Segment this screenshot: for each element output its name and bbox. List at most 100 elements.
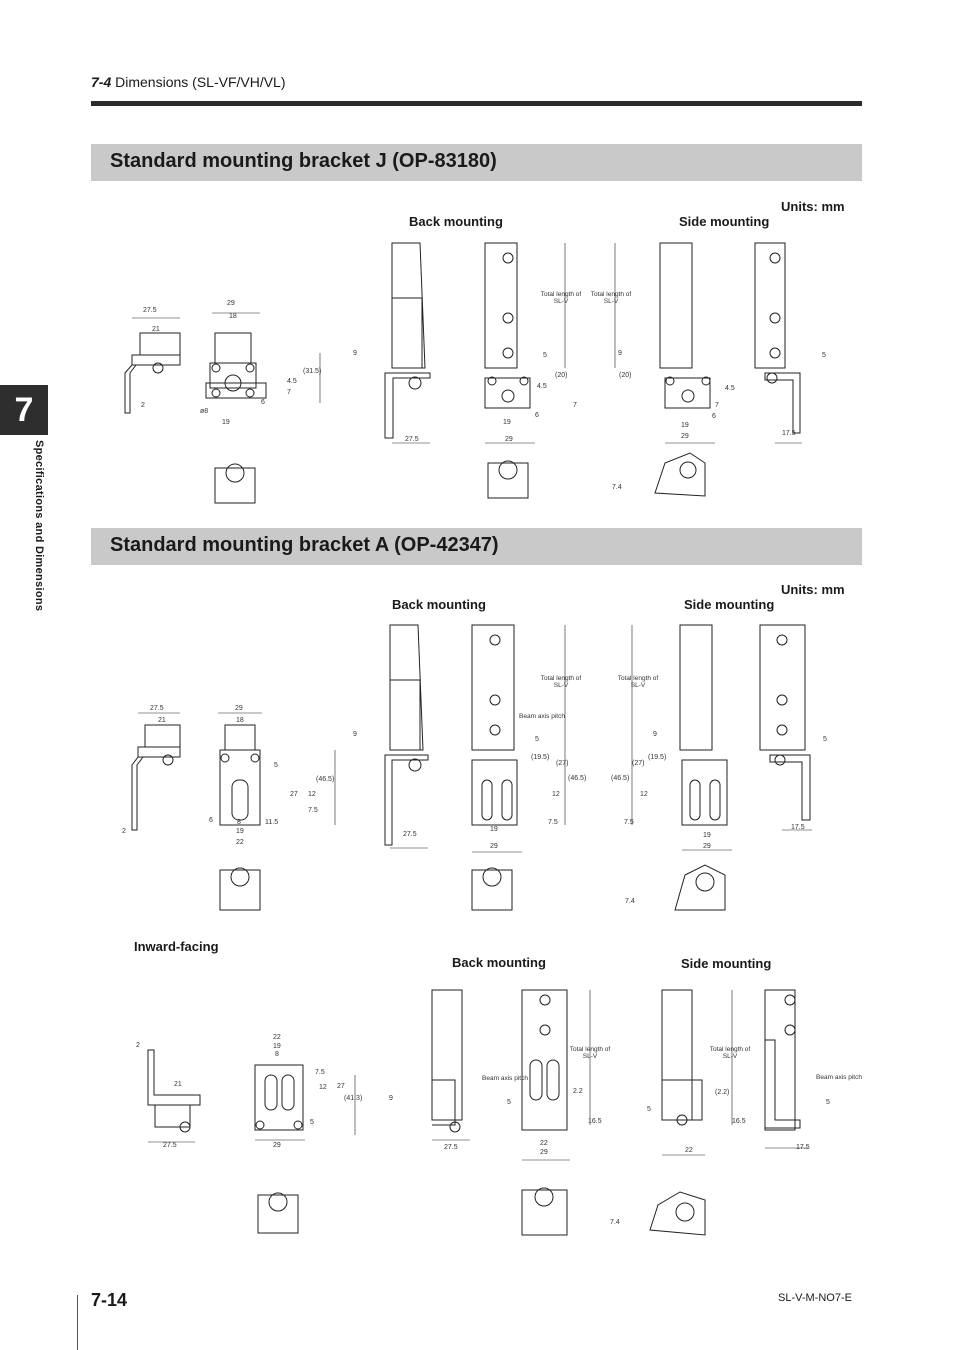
dim-j-2: 21 xyxy=(152,326,160,333)
dim-j-26: 19 xyxy=(681,422,689,429)
dim-j-5: 18 xyxy=(229,313,237,320)
dim-i-2: 21 xyxy=(174,1081,182,1088)
dim-a-12: 8 xyxy=(237,819,241,826)
dim-i-7: 7.5 xyxy=(315,1069,325,1076)
note-i-total-back: Total length of SL-V xyxy=(569,1046,611,1060)
dim-a-23: 7.5 xyxy=(548,819,558,826)
note-a-total-back: Total length of SL-V xyxy=(540,675,582,689)
dim-j-21: 9 xyxy=(618,350,622,357)
note-i-beam-back: Beam axis pitch xyxy=(482,1075,528,1082)
dim-a-14: 11.5 xyxy=(265,819,279,826)
dim-j-3: 2 xyxy=(141,402,145,409)
note-a-total-side: Total length of SL-V xyxy=(617,675,659,689)
inward-facing-label: Inward-facing xyxy=(134,939,219,954)
dim-j-13: 27.5 xyxy=(405,436,419,443)
dim-j-30: 7.4 xyxy=(612,484,622,491)
note-i-beam-side: Beam axis pitch xyxy=(816,1074,862,1081)
section-j-side-label: Side mounting xyxy=(679,214,770,229)
dim-i-21: (2.2) xyxy=(715,1089,730,1096)
dim-j-9: 6 xyxy=(261,399,265,406)
document-code: SL-V-M-NO7-E xyxy=(778,1292,852,1304)
dim-a-8: 12 xyxy=(308,791,316,798)
dim-j-4: 29 xyxy=(227,300,235,307)
header-rule xyxy=(91,101,862,106)
dim-i-25: 17.5 xyxy=(796,1144,810,1151)
bracket-a-drawing xyxy=(110,620,850,920)
section-j-units: Units: mm xyxy=(781,199,845,214)
dim-j-10: ø8 xyxy=(200,408,209,415)
dim-a-31: 7.5 xyxy=(624,819,634,826)
dim-a-34: 5 xyxy=(823,736,827,743)
dim-a-2: 21 xyxy=(158,717,166,724)
chapter-tab: 7 xyxy=(0,385,48,435)
note-i-total-side: Total length of SL-V xyxy=(709,1046,751,1060)
dim-j-18: 6 xyxy=(535,412,539,419)
dim-a-36: 7.4 xyxy=(625,898,635,905)
dim-i-22: 16.5 xyxy=(732,1118,746,1125)
note-j-total-side: Total length of SL-V xyxy=(590,291,632,305)
dim-j-19: 19 xyxy=(503,419,511,426)
dim-a-30: 12 xyxy=(640,791,648,798)
dim-j-1: 27.5 xyxy=(143,307,157,314)
dim-j-17: 7 xyxy=(573,402,577,409)
footer-rule xyxy=(77,1295,78,1350)
dim-a-29: (46.5) xyxy=(611,775,630,782)
section-a-units: Units: mm xyxy=(781,582,845,597)
dim-j-16: 4.5 xyxy=(537,383,547,390)
dim-i-11: 5 xyxy=(310,1119,314,1126)
dim-j-20: 29 xyxy=(505,436,513,443)
dim-a-13: 19 xyxy=(236,828,244,835)
dim-i-18: 22 xyxy=(540,1140,548,1147)
dim-i-17: 16.5 xyxy=(588,1118,602,1125)
dim-j-7: 4.5 xyxy=(287,378,297,385)
dim-i-15: 5 xyxy=(507,1099,511,1106)
dim-j-14: 5 xyxy=(543,352,547,359)
dim-j-11: 19 xyxy=(222,419,230,426)
dim-i-10: (41.3) xyxy=(344,1095,363,1102)
dim-a-25: 29 xyxy=(490,843,498,850)
section-header: 7-4 Dimensions (SL-VF/VH/VL) xyxy=(91,74,286,90)
dim-j-29: 17.5 xyxy=(782,430,796,437)
section-a-back-label: Back mounting xyxy=(392,597,486,612)
section-j-back-label: Back mounting xyxy=(409,214,503,229)
dim-a-6: 5 xyxy=(274,762,278,769)
inward-facing-drawing xyxy=(110,980,850,1265)
section-number: 7-4 xyxy=(91,74,112,90)
note-j-total-back: Total length of SL-V xyxy=(540,291,582,305)
dim-a-21: (46.5) xyxy=(568,775,587,782)
dim-j-8: 7 xyxy=(287,389,291,396)
section-a-title: Standard mounting bracket A (OP-42347) xyxy=(110,534,499,556)
dim-a-1: 27.5 xyxy=(150,705,164,712)
dim-a-15: 22 xyxy=(236,839,244,846)
bracket-j-drawing xyxy=(110,238,850,508)
dim-a-26: 9 xyxy=(653,731,657,738)
dim-i-5: 19 xyxy=(273,1043,281,1050)
dim-i-19: 29 xyxy=(540,1149,548,1156)
dim-i-9: 27 xyxy=(337,1083,345,1090)
dim-a-28: (19.5) xyxy=(648,754,667,761)
dim-i-20: 5 xyxy=(647,1106,651,1113)
dim-i-23: 22 xyxy=(685,1147,693,1154)
dim-i-16: 2.2 xyxy=(573,1088,583,1095)
section-a-band: Standard mounting bracket A (OP-42347) xyxy=(91,528,862,565)
dim-i-8: 12 xyxy=(319,1084,327,1091)
dim-a-32: 19 xyxy=(703,832,711,839)
dim-j-24: 4.5 xyxy=(725,385,735,392)
dim-j-25: 6 xyxy=(712,413,716,420)
dim-i-24: 5 xyxy=(826,1099,830,1106)
dim-i-6: 8 xyxy=(275,1051,279,1058)
dim-a-5: 18 xyxy=(236,717,244,724)
dim-i-26: 7.4 xyxy=(610,1219,620,1226)
chapter-side-label: Specifications and Dimensions xyxy=(33,440,45,612)
dim-a-10: (46.5) xyxy=(316,776,335,783)
dim-a-19: (19.5) xyxy=(531,754,550,761)
dim-a-18: 5 xyxy=(535,736,539,743)
dim-a-33: 29 xyxy=(703,843,711,850)
section-j-title: Standard mounting bracket J (OP-83180) xyxy=(110,150,497,172)
dim-j-12: 9 xyxy=(353,350,357,357)
inward-side-label: Side mounting xyxy=(681,956,772,971)
dim-a-20: (27) xyxy=(556,760,569,767)
dim-j-22: (20) xyxy=(619,372,632,379)
dim-a-4: 29 xyxy=(235,705,243,712)
dim-a-35: 17.5 xyxy=(791,824,805,831)
